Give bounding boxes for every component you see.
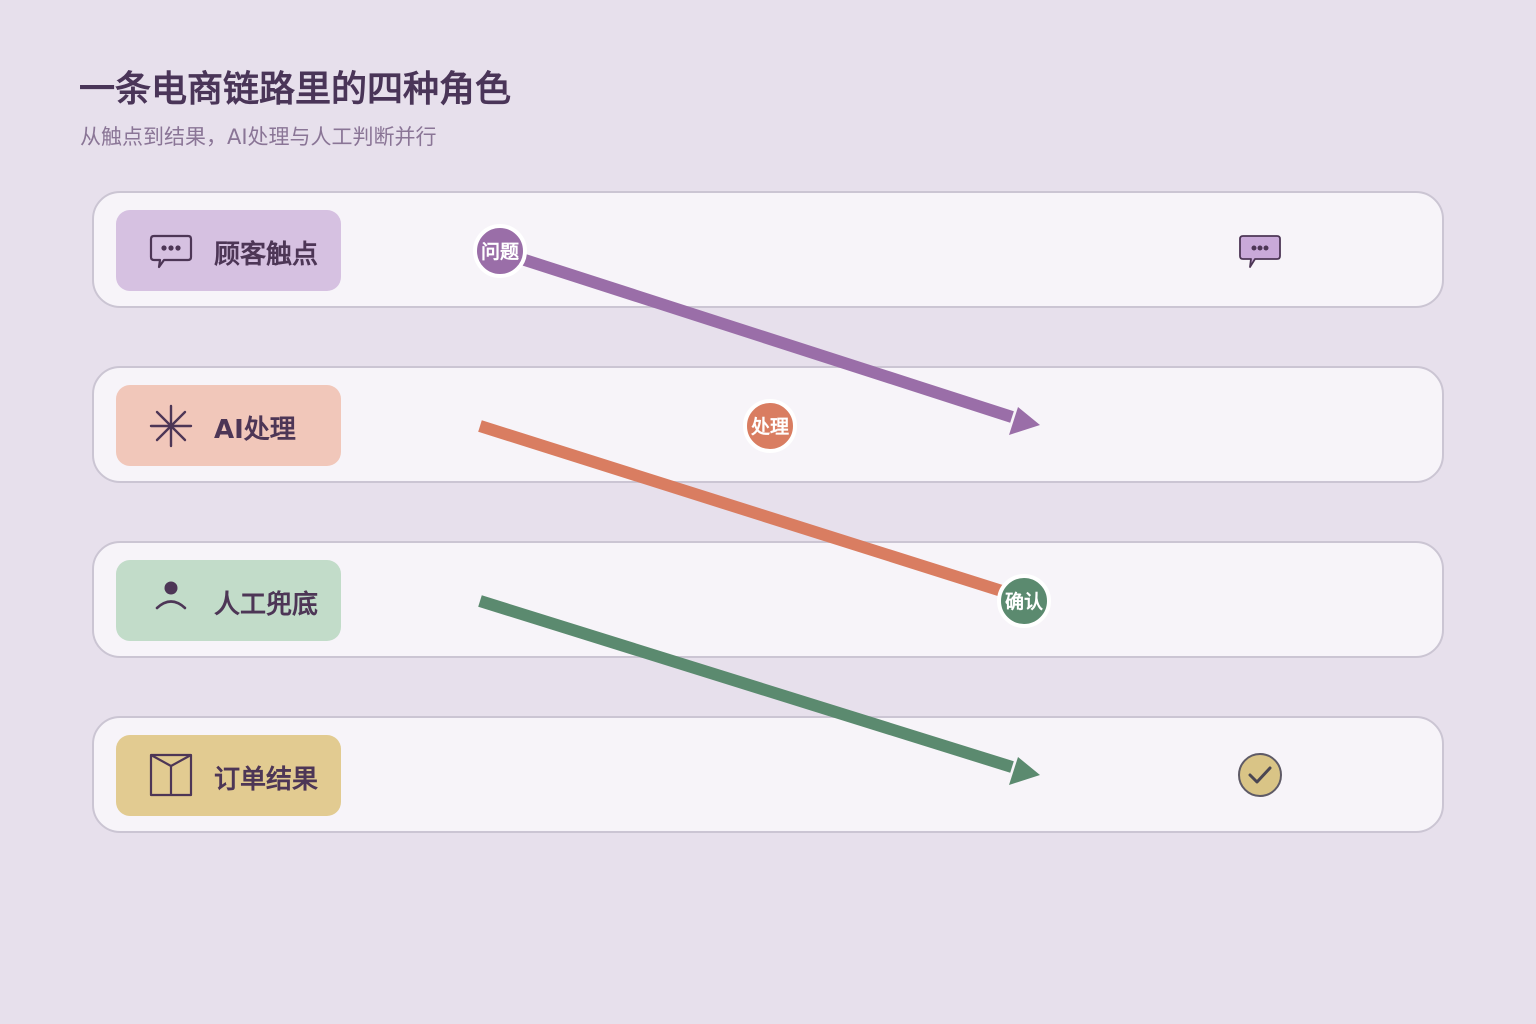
lane-label-human-fallback: 人工兜底 bbox=[214, 590, 319, 620]
badge-confirm-label: 确认 bbox=[1005, 590, 1043, 613]
asterisk-spark-icon bbox=[149, 404, 193, 448]
end-chat-bubble-icon bbox=[1239, 235, 1281, 268]
lane-pill-human-fallback bbox=[116, 560, 341, 641]
arrow-question-to-ai bbox=[498, 246, 1040, 435]
box-icon bbox=[149, 753, 193, 797]
lane-pill-customer-touchpoint bbox=[116, 210, 341, 291]
lane-label-order-result: 订单结果 bbox=[214, 765, 319, 795]
chat-bubble-icon bbox=[149, 234, 193, 269]
badge-process-label: 处理 bbox=[750, 415, 789, 438]
arrow-human-to-result bbox=[478, 595, 1040, 785]
badge-process: 处理 bbox=[743, 399, 797, 453]
lane-label-customer-touchpoint: 顾客触点 bbox=[214, 240, 319, 270]
arrow-ai-to-confirm bbox=[478, 420, 1007, 598]
badge-confirm: 确认 bbox=[997, 574, 1051, 628]
badge-question-label: 问题 bbox=[481, 241, 519, 263]
diagram-title: 一条电商链路里的四种角色 bbox=[79, 69, 512, 110]
badge-question: 问题 bbox=[473, 224, 527, 278]
lane-pill-order-result bbox=[116, 735, 341, 816]
check-circle-icon bbox=[1238, 753, 1282, 797]
person-icon bbox=[155, 581, 187, 610]
lane-label-ai-processing: AI处理 bbox=[214, 415, 296, 445]
diagram-subtitle: 从触点到结果，AI处理与人工判断并行 bbox=[80, 125, 437, 149]
